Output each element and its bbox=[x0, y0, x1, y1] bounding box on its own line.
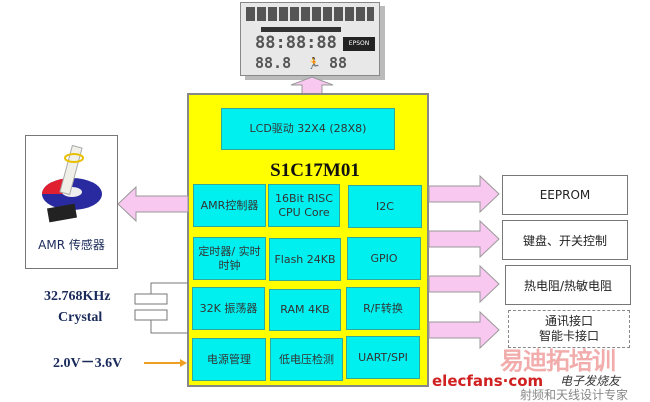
arrow-to-keyboard bbox=[428, 220, 500, 258]
arrow-to-eeprom bbox=[428, 175, 500, 213]
arrow-to-thermistor bbox=[428, 265, 500, 303]
cell-power-mgmt: 电源管理 bbox=[192, 338, 266, 381]
arrow-to-comm bbox=[428, 311, 500, 349]
cell-timer-rtc: 定时器/ 实时时钟 bbox=[193, 237, 266, 280]
cell-i2c: I2C bbox=[348, 185, 422, 228]
watermark-cn-elecfans: 电子发烧友 bbox=[560, 374, 621, 388]
crystal-frequency: 32.768KHz bbox=[44, 289, 111, 304]
lcd-clock: 88:88:88 bbox=[255, 33, 337, 53]
power-arrow bbox=[144, 359, 187, 367]
watermark-cn-rf: 射频和天线设计专家 bbox=[520, 388, 629, 402]
cell-amr-controller: AMR控制器 bbox=[193, 184, 266, 227]
cell-gpio: GPIO bbox=[347, 237, 421, 280]
amr-sensor-box: AMR 传感器 bbox=[25, 135, 118, 269]
peripheral-thermistor: 热电阻/热敏电阻 bbox=[505, 265, 631, 305]
lcd-small-left: 88.8 bbox=[255, 54, 292, 72]
crystal-symbol bbox=[134, 282, 188, 334]
cell-flash: Flash 24KB bbox=[269, 238, 341, 281]
peripheral-keyboard-switch: 键盘、开关控制 bbox=[502, 220, 628, 260]
cell-cpu-core: 16Bit RISC CPU Core bbox=[268, 184, 340, 227]
peripheral-comm: 通讯接口 bbox=[544, 314, 593, 328]
lcd-driver-block: LCD驱动 32X4 (28X8) bbox=[221, 108, 395, 150]
lcd-display-image: 88:88:88 EPSON 88.8 🏃 88 bbox=[240, 2, 380, 76]
chip-title: S1C17M01 bbox=[270, 160, 360, 181]
lcd-small-right: 88 bbox=[329, 54, 348, 72]
amr-sensor-label: AMR 传感器 bbox=[38, 238, 105, 252]
cell-uart-spi: UART/SPI bbox=[346, 336, 420, 379]
lcd-bar bbox=[261, 27, 341, 32]
watermark-elecfans: elecfans·com bbox=[432, 372, 544, 390]
amr-sensor-icon bbox=[42, 144, 102, 223]
runner-icon: 🏃 bbox=[307, 57, 321, 70]
watermark-cn-training: 易迪拓培训 bbox=[500, 347, 616, 375]
cell-low-voltage-detect: 低电压检测 bbox=[270, 338, 343, 381]
crystal-label: Crystal bbox=[58, 310, 103, 325]
cell-oscillator: 32K 振荡器 bbox=[192, 287, 265, 330]
cell-ram: RAM 4KB bbox=[269, 289, 341, 331]
cell-rf-convert: R/F转换 bbox=[346, 287, 420, 330]
peripheral-smartcard: 智能卡接口 bbox=[538, 329, 599, 343]
peripheral-eeprom: EEPROM bbox=[502, 175, 628, 215]
peripheral-comm-box: 通讯接口 智能卡接口 bbox=[508, 310, 630, 348]
lcd-segment-row bbox=[246, 7, 374, 21]
arrow-left-to-amr bbox=[117, 186, 189, 222]
lcd-brand: EPSON bbox=[343, 37, 375, 51]
power-voltage-range: 2.0V－3.6V bbox=[53, 356, 123, 371]
